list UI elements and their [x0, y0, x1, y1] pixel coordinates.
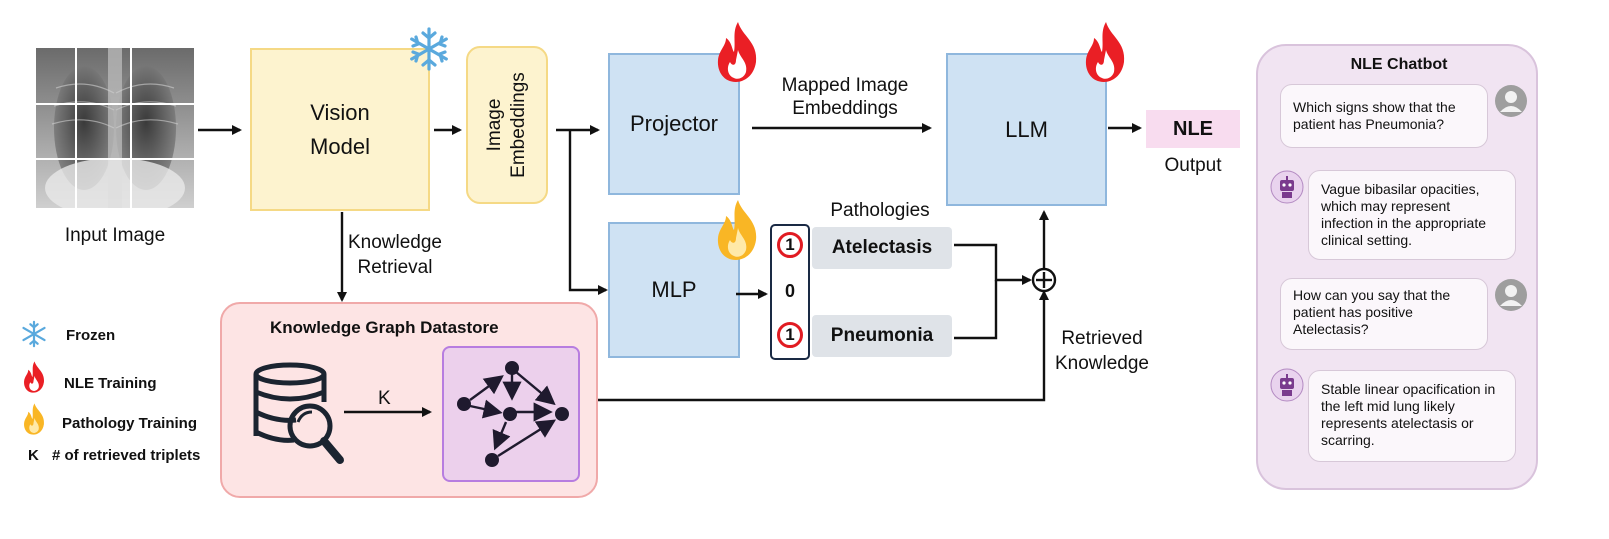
chat-message-text: How can you say that the patient has pos… — [1293, 287, 1451, 337]
legend-flame-icon — [24, 361, 45, 393]
legend-pathology-flame-icon — [24, 403, 45, 435]
legend-k-symbol: K — [28, 447, 39, 464]
xray-graphic — [36, 48, 194, 208]
legend-snowflake-icon — [22, 320, 46, 348]
nle-chatbot-panel: NLE Chatbot Which signs show that the pa… — [1256, 44, 1538, 490]
graph-icon — [457, 361, 569, 467]
user-avatar-icon — [1495, 85, 1527, 117]
arrow-atelectasis-to-sum — [954, 243, 1032, 285]
input-xray-image — [36, 48, 194, 208]
legend-pathology-training: Pathology Training — [62, 415, 198, 432]
output-label: Output — [1164, 155, 1222, 176]
pathology-value: 1 — [777, 322, 803, 348]
legend-nle-training: NLE Training — [64, 375, 157, 392]
chat-message-text: Which signs show that the patient has Pn… — [1293, 99, 1456, 132]
chat-message-user: How can you say that the patient has pos… — [1280, 278, 1488, 350]
retrieved-line1: Retrieved — [1061, 328, 1143, 349]
legend-frozen: Frozen — [66, 327, 116, 344]
projector-box: Projector — [608, 53, 740, 195]
sum-icon — [1031, 267, 1057, 293]
arrow-embeddings-to-mlp — [568, 130, 608, 295]
user-avatar-icon — [1495, 279, 1527, 311]
legend-k-desc: # of retrieved triplets — [52, 447, 201, 464]
vision-model-line1: Vision — [310, 99, 370, 125]
database-search-icon — [253, 362, 344, 464]
pathology-vector — [770, 224, 810, 360]
projector-label: Projector — [629, 111, 719, 136]
chat-message-bot: Vague bibasilar opacities, which may rep… — [1308, 170, 1516, 260]
vision-model-box: Vision Model — [250, 48, 430, 211]
llm-box: LLM — [946, 53, 1107, 206]
mapped-embeddings-label: Mapped Image Embeddings — [760, 74, 930, 120]
pathology-pill-atelectasis: Atelectasis — [812, 227, 952, 269]
knowledge-retrieval-label: Knowledge Retrieval — [340, 230, 450, 280]
pathology-value: 1 — [777, 232, 803, 258]
knowledge-graph-datastore: Knowledge Graph Datastore K — [220, 302, 598, 498]
pathology-value: 0 — [784, 280, 795, 301]
retrieval-line2: Retrieval — [357, 257, 433, 278]
retrieval-line1: Knowledge — [347, 232, 443, 253]
graph-box — [442, 346, 580, 482]
mlp-label: MLP — [651, 277, 697, 302]
retrieved-line2: Knowledge — [1054, 353, 1150, 374]
flame-icon — [1085, 22, 1125, 82]
arrow-knowledge-to-sum — [598, 290, 1049, 402]
nle-output-badge: NLE — [1146, 110, 1240, 148]
bot-avatar-icon — [1270, 170, 1304, 204]
chat-message-text: Vague bibasilar opacities, which may rep… — [1321, 181, 1486, 248]
image-embeddings-box: Image Embeddings — [466, 46, 548, 204]
pathology-flame-icon — [717, 200, 757, 260]
chat-message-user: Which signs show that the patient has Pn… — [1280, 84, 1488, 148]
retrieved-knowledge-label: Retrieved Knowledge — [1046, 326, 1158, 376]
chatbot-title: NLE Chatbot — [1350, 56, 1448, 73]
mlp-box: MLP — [608, 222, 740, 358]
input-image-label: Input Image — [64, 225, 166, 246]
llm-label: LLM — [1005, 116, 1048, 142]
mapped-line2: Embeddings — [792, 98, 898, 119]
mapped-line1: Mapped Image — [781, 75, 909, 96]
flame-icon — [717, 22, 757, 82]
snowflake-icon — [410, 27, 448, 71]
vision-model-line2: Model — [310, 133, 370, 159]
line-pneumonia-to-sum — [954, 280, 998, 340]
datastore-title: Knowledge Graph Datastore — [270, 318, 499, 337]
pathologies-title: Pathologies — [830, 200, 930, 221]
chat-message-bot: Stable linear opacification in the left … — [1308, 370, 1516, 462]
chat-message-text: Stable linear opacification in the left … — [1321, 381, 1496, 448]
k-label: K — [378, 388, 391, 409]
pathology-pill-pneumonia: Pneumonia — [812, 315, 952, 357]
bot-avatar-icon — [1270, 368, 1304, 402]
